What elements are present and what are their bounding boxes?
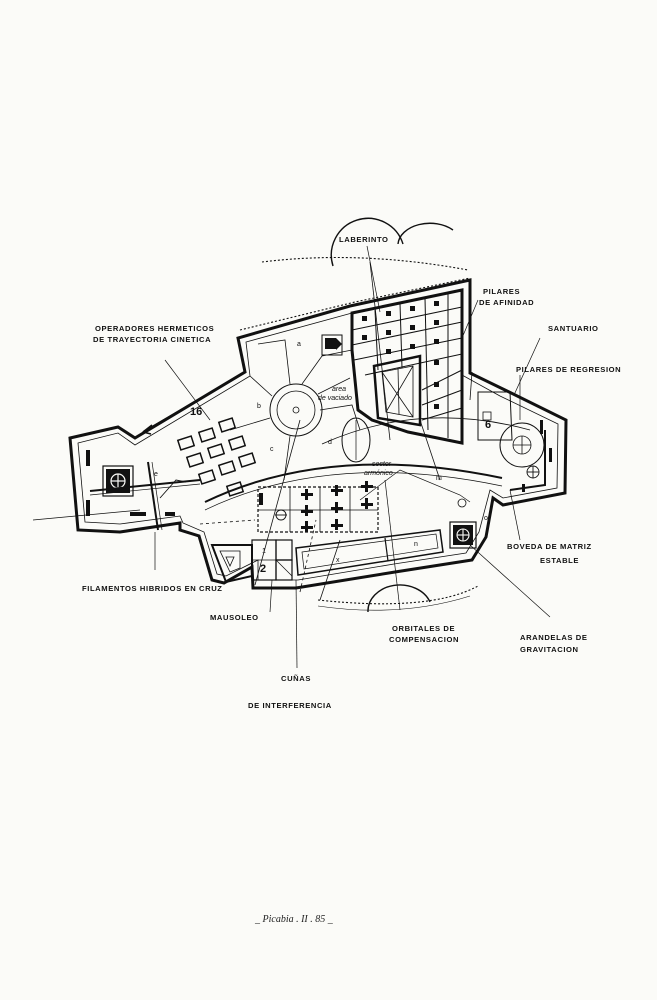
mark-area-2: de vaciado [318,395,352,402]
label-mausoleo: MAUSOLEO [210,613,259,622]
leader-lines [32,245,551,669]
mark-sector-1: sector [372,461,392,468]
mark-area-1: area [332,386,346,393]
north-apse [330,217,454,267]
santuario-wing [477,391,552,492]
south-apse [367,584,431,613]
site-boundary-lines [239,256,479,611]
label-operadores-2: DE TRAYECTORIA CINETICA [93,335,211,344]
sweeping-arcs [204,417,531,511]
label-filamentos: FILAMENTOS HIBRIDOS EN CRUZ [82,584,223,593]
building-outline [68,278,568,590]
label-cunas-2: DE INTERFERENCIA [248,701,332,710]
label-pilares-afinidad-1: PILARES [483,287,520,296]
sector-armonico [341,417,371,463]
central-plaza [229,334,361,481]
label-orbitales-2: COMPENSACION [389,635,459,644]
label-arandelas-2: GRAVITACION [520,645,579,654]
pilares-de-afinidad-grid [350,288,464,445]
label-arandelas-1: ARANDELAS DE [520,633,588,642]
label-santuario: SANTUARIO [548,324,599,333]
label-orbitales-1: ORBITALES DE [392,624,455,633]
label-boveda-2: ESTABLE [540,556,579,565]
mark-6: 6 [485,419,491,431]
mark-1: 1 [262,548,266,555]
mark-m: m [436,475,442,482]
mark-x: x [336,557,340,564]
filamentos-cruz [86,450,201,531]
mark-d: d [328,439,332,446]
mark-e: e [154,471,158,478]
trajectory-arrow [142,372,245,435]
label-pilares-regresion: PILARES DE REGRESION [516,365,621,374]
mark-2: 2 [260,563,266,575]
mark-n: n [414,541,418,548]
label-operadores-1: OPERADORES HERMETICOS [95,324,214,333]
label-boveda-1: BOVEDA DE MATRIZ [507,542,592,551]
mark-o: o [484,515,488,522]
mausoleo-block [210,539,293,584]
construction-lines [199,261,473,601]
label-laberinto: LABERINTO [339,235,389,244]
mark-c: c [270,446,274,453]
mark-b: b [257,403,261,410]
label-cunas-1: CUÑAS [281,674,311,683]
central-cross-grid [257,481,379,533]
mark-a: a [297,341,301,348]
operadores-boxes [176,417,257,497]
mark-16: 16 [190,406,202,418]
long-halls [295,498,477,576]
mark-sector-2: armónico [364,470,393,477]
label-pilares-afinidad-2: DE AFINIDAD [479,298,534,307]
signature: _ Picabia . II . 85 _ [254,914,334,925]
